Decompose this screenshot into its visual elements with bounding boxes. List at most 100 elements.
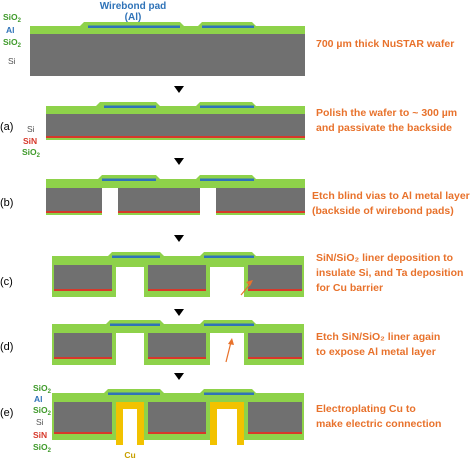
si-block xyxy=(148,333,206,357)
pointer-arrow-icon xyxy=(225,341,232,363)
sin-layer xyxy=(54,357,112,359)
flow-arrow-icon xyxy=(174,373,184,380)
step-a-description-line2: and passivate the backside xyxy=(316,122,452,134)
label-sio2: SiO2 xyxy=(22,147,41,159)
step-0-cross-section xyxy=(30,22,305,76)
al-pad xyxy=(202,25,254,28)
label-sio2: SiO2 xyxy=(3,37,22,49)
al-pad xyxy=(204,323,254,326)
si-block xyxy=(248,265,302,289)
sin-layer xyxy=(46,136,305,138)
flow-arrow-icon xyxy=(174,309,184,316)
flow-arrow-icon xyxy=(174,235,184,242)
step-0-description: 700 µm thick NuSTAR wafer xyxy=(316,38,454,50)
step-c-description-line2: insulate Si, and Ta deposition xyxy=(316,267,463,279)
flow-arrow-icon xyxy=(174,86,184,93)
flow-arrow-icon xyxy=(174,158,184,165)
label-sin: SiN xyxy=(33,430,47,440)
sio2-bottom-layer xyxy=(46,138,305,140)
sio2-top-layer xyxy=(52,389,304,402)
step-d-tag: (d) xyxy=(0,341,13,353)
step-0-layer-labels: SiO2 Al SiO2 Si xyxy=(3,12,22,66)
step-e-layer-labels: SiO2 Al SiO2 Si SiN SiO2 xyxy=(33,383,52,454)
sin-layer xyxy=(148,432,206,434)
step-e-tag: (e) xyxy=(0,407,13,419)
al-pad xyxy=(88,25,180,28)
wirebond-subtitle: (Al) xyxy=(125,12,142,23)
al-pad xyxy=(204,392,254,395)
step-e-description-line2: make electric connection xyxy=(316,418,441,430)
step-c-cross-section xyxy=(52,252,304,297)
step-c-description-line1: SiN/SiO₂ liner deposition to xyxy=(316,252,453,264)
sio2-bottom-layer xyxy=(216,213,305,215)
si-block xyxy=(46,188,102,211)
al-pad xyxy=(104,105,156,108)
al-pad xyxy=(200,105,254,108)
si-block xyxy=(248,333,302,357)
pointer-arrow-icon xyxy=(246,280,253,286)
cu-via-fill xyxy=(116,402,144,445)
si-block xyxy=(54,402,112,432)
sin-layer xyxy=(54,289,112,291)
sio2-top-layer xyxy=(52,320,304,333)
label-al: Al xyxy=(34,394,43,404)
sio2-top-layer xyxy=(46,102,305,114)
wirebond-title: Wirebond pad xyxy=(100,1,167,12)
sin-layer xyxy=(118,211,200,213)
label-sio2: SiO2 xyxy=(33,383,52,395)
step-a-description-line1: Polish the wafer to ~ 300 µm xyxy=(316,107,457,119)
step-c-tag: (c) xyxy=(0,276,13,288)
si-block xyxy=(54,265,112,289)
sio2-bottom-layer xyxy=(118,213,200,215)
pointer-arrow-icon xyxy=(228,338,234,345)
sin-layer xyxy=(46,211,102,213)
al-pad xyxy=(200,178,254,181)
step-e-description-line1: Electroplating Cu to xyxy=(316,403,416,415)
si-block xyxy=(54,333,112,357)
sio2-top-layer xyxy=(46,175,305,188)
label-si: Si xyxy=(8,56,16,66)
sin-layer xyxy=(148,289,206,291)
step-a-cross-section xyxy=(46,102,305,140)
si-block xyxy=(118,188,200,211)
sin-layer xyxy=(248,289,302,291)
step-a-tag: (a) xyxy=(0,121,13,133)
label-si: Si xyxy=(27,124,35,134)
sin-layer xyxy=(248,357,302,359)
step-e-cross-section xyxy=(52,389,304,445)
al-pad xyxy=(108,392,160,395)
step-d-description-line1: Etch SiN/SiO₂ liner again xyxy=(316,331,440,343)
si-block xyxy=(148,402,206,432)
sin-layer xyxy=(248,432,302,434)
label-cu: Cu xyxy=(124,450,135,460)
si-block xyxy=(248,402,302,432)
label-si: Si xyxy=(36,417,44,427)
label-sio2: SiO2 xyxy=(33,405,52,417)
si-block xyxy=(148,265,206,289)
step-b-cross-section xyxy=(46,175,305,215)
label-sio2: SiO2 xyxy=(33,442,52,454)
sin-layer xyxy=(54,432,112,434)
step-a-layer-labels: Si SiN SiO2 xyxy=(22,124,41,159)
si-block xyxy=(216,188,305,211)
step-d-cross-section xyxy=(52,320,304,365)
al-pad xyxy=(110,323,160,326)
cu-via-fill xyxy=(210,402,244,445)
label-sin: SiN xyxy=(23,136,37,146)
step-b-description-line2: (backside of wirebond pads) xyxy=(312,205,454,217)
sio2-top-layer xyxy=(52,252,304,265)
si-substrate xyxy=(30,34,305,76)
step-d-description-line2: to expose Al metal layer xyxy=(316,346,436,358)
step-b-tag: (b) xyxy=(0,197,13,209)
al-pad xyxy=(102,178,156,181)
sin-layer xyxy=(216,211,305,213)
label-al: Al xyxy=(6,25,15,35)
si-substrate xyxy=(46,114,305,136)
step-b-description-line1: Etch blind vias to Al metal layer xyxy=(312,190,470,202)
via-bottom-liner xyxy=(116,265,144,267)
al-pad xyxy=(204,255,254,258)
al-pad xyxy=(112,255,160,258)
step-c-description-line3: for Cu barrier xyxy=(316,282,383,294)
via-bottom-liner xyxy=(210,265,244,267)
